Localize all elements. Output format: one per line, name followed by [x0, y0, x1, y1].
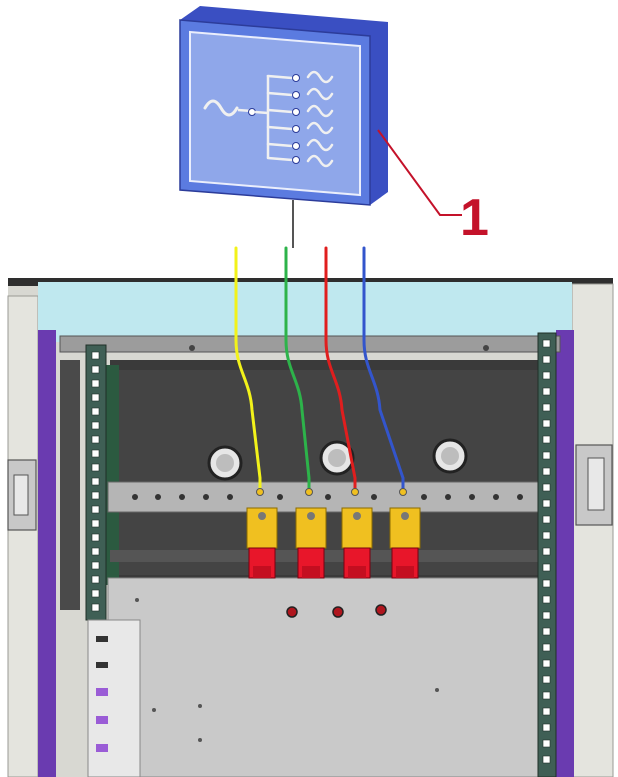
purple-side-left [38, 330, 56, 777]
rail-hole [91, 561, 100, 570]
rail-hole [542, 467, 551, 476]
terminal-block [295, 507, 327, 579]
cable-lug [351, 488, 359, 496]
rail-hole [91, 393, 100, 402]
bottom-plate-holes [286, 604, 387, 618]
rail-hole [91, 379, 100, 388]
rack-rail-right-holes [542, 339, 551, 764]
cable [284, 246, 311, 492]
purple-side-right [556, 330, 574, 777]
hinge-left [7, 459, 37, 531]
rail-hole [542, 643, 551, 652]
rail-hole [542, 419, 551, 428]
rail-hole [91, 421, 100, 430]
rail-hole [542, 547, 551, 556]
rail-hole [91, 491, 100, 500]
rail-hole [91, 463, 100, 472]
rail-hole [542, 723, 551, 732]
rail-hole [542, 483, 551, 492]
rail-hole [542, 515, 551, 524]
hinge-right [575, 444, 613, 526]
rail-hole [542, 579, 551, 588]
rail-hole [542, 739, 551, 748]
rail-hole [542, 387, 551, 396]
rail-hole [91, 575, 100, 584]
rail-hole [542, 355, 551, 364]
rail-hole [542, 659, 551, 668]
terminal-blocks [246, 507, 421, 579]
busbar-holes [132, 494, 523, 500]
cable-lug [256, 488, 264, 496]
rail-hole [542, 755, 551, 764]
rail-hole [91, 351, 100, 360]
rail-hole [91, 435, 100, 444]
callout-1: 1 [377, 129, 489, 247]
rail-hole [542, 371, 551, 380]
rail-hole [91, 477, 100, 486]
rack-rail-left-holes [91, 351, 100, 612]
rail-hole [91, 603, 100, 612]
rail-hole [91, 449, 100, 458]
rail-hole [542, 563, 551, 572]
rail-hole [542, 451, 551, 460]
cables [234, 246, 407, 496]
cable-lug [305, 488, 313, 496]
rail-hole [542, 339, 551, 348]
rail-hole [542, 707, 551, 716]
output-branches [266, 70, 334, 168]
rail-hole [542, 531, 551, 540]
cable [362, 246, 405, 492]
callout-label: 1 [460, 189, 489, 247]
rail-hole [542, 499, 551, 508]
cable [234, 246, 262, 492]
bottom-plate [107, 577, 549, 777]
terminal-block [341, 507, 373, 579]
terminal-block [246, 507, 278, 579]
rail-hole [542, 435, 551, 444]
terminal-block [389, 507, 421, 579]
rail-hole [542, 611, 551, 620]
rail-hole [91, 519, 100, 528]
rail-hole [542, 691, 551, 700]
rail-hole [542, 403, 551, 412]
rail-hole [542, 675, 551, 684]
cable [324, 246, 357, 492]
rail-hole [91, 589, 100, 598]
surge-protector-device [179, 6, 388, 248]
rail-hole [542, 595, 551, 604]
rail-hole [91, 407, 100, 416]
cable-glands [207, 438, 468, 481]
device-panel [189, 30, 361, 197]
rail-hole [91, 547, 100, 556]
rail-hole [91, 505, 100, 514]
input-sine-icon [203, 99, 239, 117]
cabinet-top-interior [38, 282, 572, 342]
cable-lug [399, 488, 407, 496]
rail-hole [91, 533, 100, 542]
output-terminals [292, 74, 300, 164]
rail-hole [542, 627, 551, 636]
rail-hole [91, 365, 100, 374]
